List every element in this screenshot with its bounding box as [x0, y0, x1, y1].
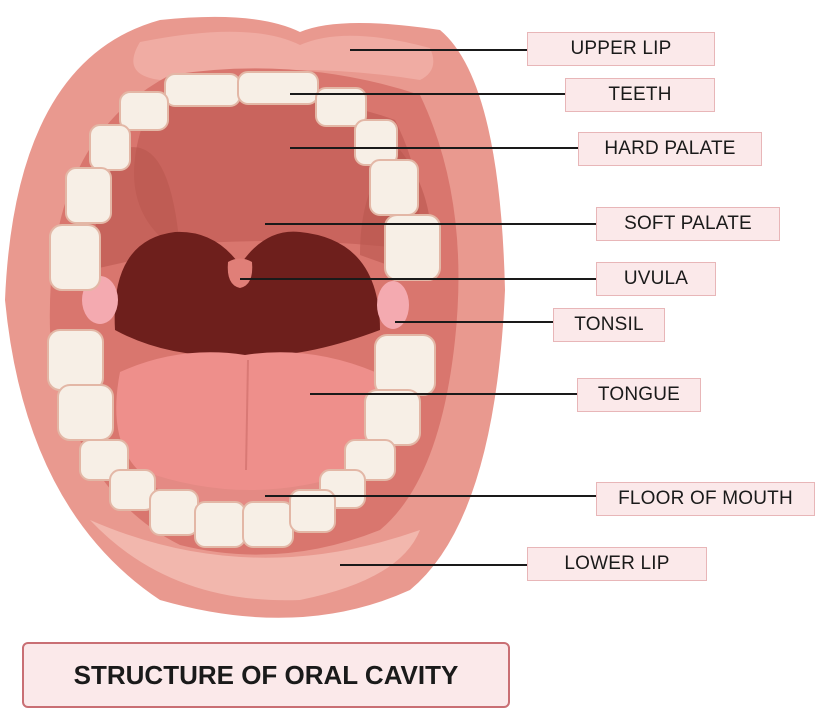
label-soft-palate: SOFT PALATE	[596, 207, 780, 241]
label-upper-lip: UPPER LIP	[527, 32, 715, 66]
label-hard-palate: HARD PALATE	[578, 132, 762, 166]
label-teeth: TEETH	[565, 78, 715, 112]
label-floor-of-mouth: FLOOR OF MOUTH	[596, 482, 815, 516]
label-tongue: TONGUE	[577, 378, 701, 412]
label-lower-lip: LOWER LIP	[527, 547, 707, 581]
label-uvula: UVULA	[596, 262, 716, 296]
label-tonsil: TONSIL	[553, 308, 665, 342]
diagram-title: STRUCTURE OF ORAL CAVITY	[22, 642, 510, 708]
